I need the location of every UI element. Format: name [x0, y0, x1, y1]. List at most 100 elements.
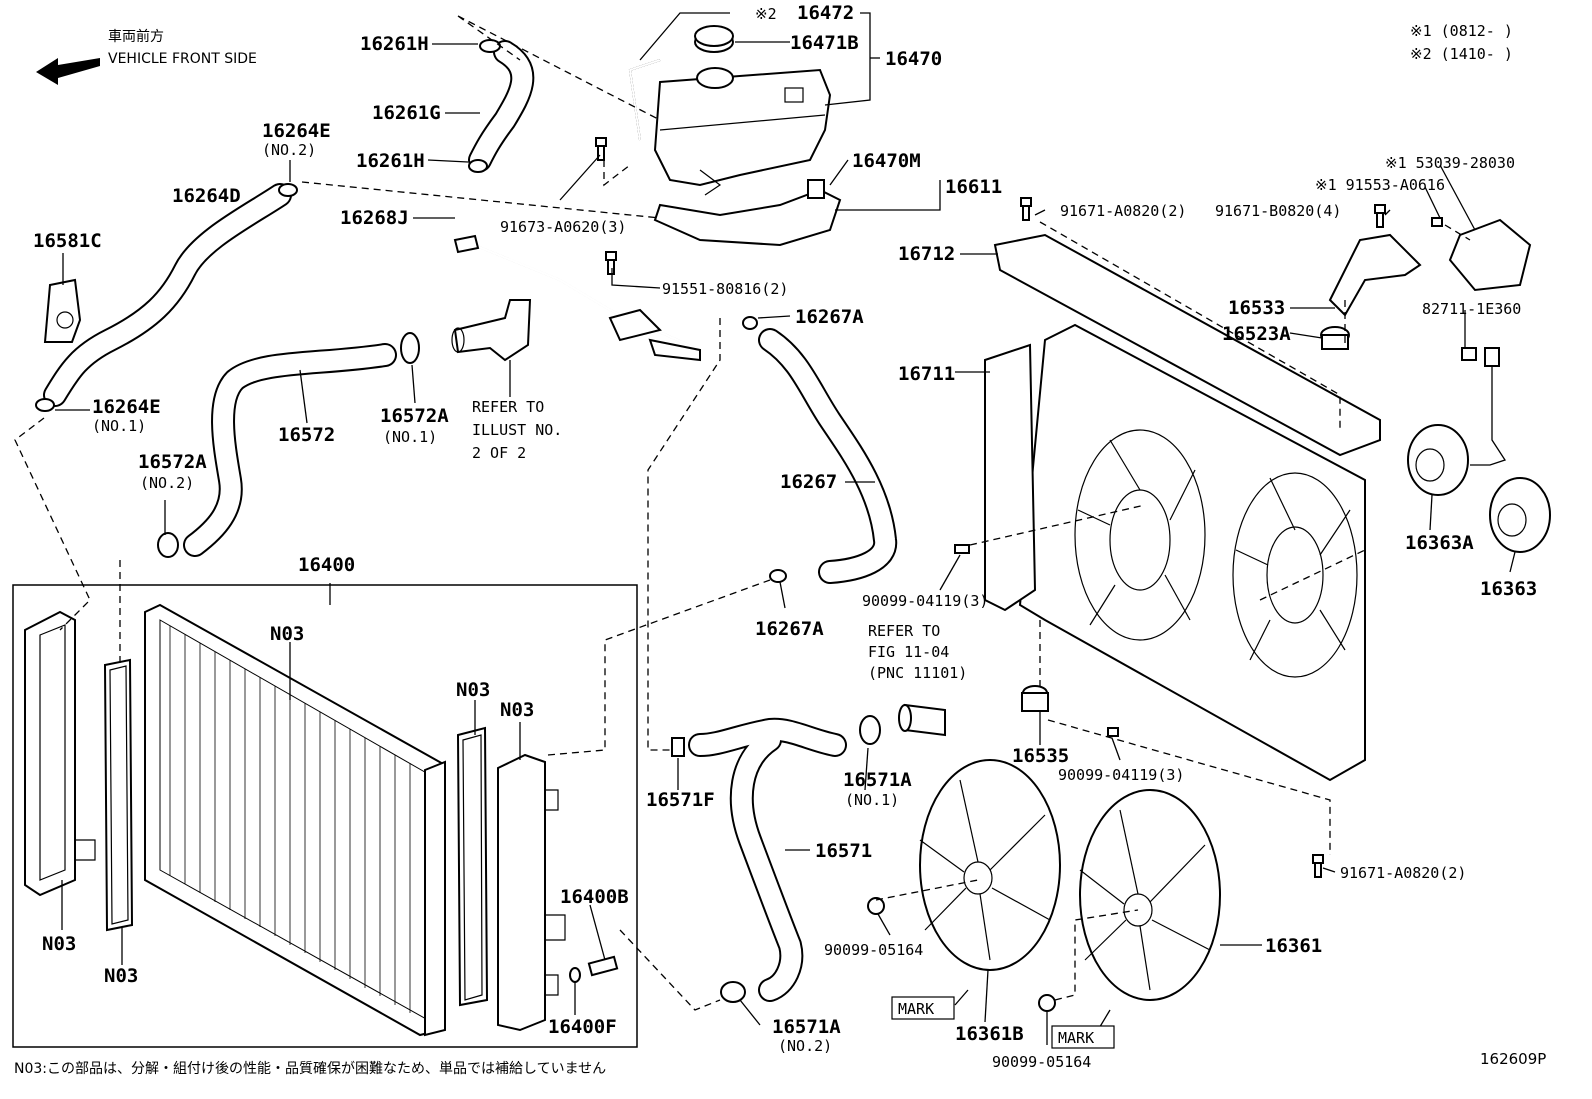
label-16400b: 16400B — [560, 886, 629, 908]
label-91553: ※1 91553-A0616 — [1315, 176, 1445, 194]
refer-fig-3: (PNC 11101) — [868, 664, 967, 682]
label-91671-b0820: 91671-B0820(4) — [1215, 202, 1341, 220]
label-no1-c: (NO.1) — [845, 791, 899, 809]
refer-illust-3: 2 OF 2 — [472, 444, 526, 462]
label-90099-04119-b: 90099-04119(3) — [1058, 766, 1184, 784]
support-16712 — [993, 233, 1381, 457]
label-91671-a0820-top: 91671-A0820(2) — [1060, 202, 1186, 220]
fan-motor-16363a — [1407, 424, 1469, 496]
label-16711: 16711 — [898, 363, 955, 385]
fan-shroud-16711 — [1018, 323, 1366, 782]
hose-16571 — [671, 715, 881, 1003]
clamp-16261h-mid — [468, 159, 488, 173]
label-16361b: 16361B — [955, 1023, 1024, 1045]
part-labels: 16261H 16261G 16261H 16268J 16264E (NO.2… — [33, 2, 1537, 1071]
bolt-90099-04119-b — [1107, 727, 1119, 737]
hose-16572 — [157, 332, 420, 558]
nut-90099-05164-b — [1038, 994, 1056, 1012]
fan-16361 — [1079, 789, 1221, 1001]
gasket-left — [103, 658, 134, 932]
pipe-16268j — [453, 185, 701, 362]
refer-illust-2: ILLUST NO. — [472, 421, 562, 439]
drain-cock-16400b — [587, 955, 619, 977]
clamp-16261h-top — [479, 39, 501, 53]
label-16267a-bot: 16267A — [755, 618, 824, 640]
label-no2-b: (NO.2) — [140, 474, 194, 492]
label-n03-e: N03 — [500, 699, 534, 721]
front-arrow-icon — [36, 58, 100, 85]
bolt-91671-a0820-bot — [1312, 854, 1324, 878]
screw-91553 — [1431, 217, 1443, 227]
label-16267: 16267 — [780, 471, 837, 493]
resistor-53039 — [1448, 218, 1532, 292]
label-16264e-no1: 16264E — [92, 396, 161, 418]
refer-fig-1: REFER TO — [868, 622, 940, 640]
gasket-right — [456, 726, 489, 1007]
label-no2-a: (NO.2) — [262, 141, 316, 159]
fan-motor-16363 — [1489, 477, 1551, 553]
label-16470m: 16470M — [852, 150, 921, 172]
reservoir-tank-16470 — [653, 67, 832, 196]
label-16261h-top: 16261H — [360, 33, 429, 55]
direction-jp: 車両前方 — [108, 28, 164, 45]
label-16581c: 16581C — [33, 230, 102, 252]
bolt-91673 — [595, 137, 607, 161]
fan-16361b — [919, 759, 1061, 971]
illustration-code: 162609P — [1480, 1050, 1546, 1068]
label-90099-04119-a: 90099-04119(3) — [862, 592, 988, 610]
label-16264e-no2: 16264E — [262, 120, 331, 142]
label-n03-b: N03 — [42, 933, 76, 955]
label-16571f: 16571F — [646, 789, 715, 811]
label-16533: 16533 — [1228, 297, 1285, 319]
label-16523a: 16523A — [1222, 323, 1291, 345]
label-16261g: 16261G — [372, 102, 441, 124]
label-16535: 16535 — [1012, 745, 1069, 767]
cap-16471b — [694, 25, 734, 53]
label-16572: 16572 — [278, 424, 335, 446]
nut-90099-05164-a — [867, 897, 885, 915]
label-16611: 16611 — [945, 176, 1002, 198]
radiator-left-tank — [24, 610, 96, 897]
refer-illust-1: REFER TO — [472, 398, 544, 416]
cushion-16535 — [1021, 685, 1049, 712]
bolt-90099-04119-a — [954, 544, 970, 554]
label-16571a-no1: 16571A — [843, 769, 912, 791]
leader-lines — [55, 12, 1516, 1045]
label-16400: 16400 — [298, 554, 355, 576]
note-2: ※2 (1410- ) — [1410, 45, 1513, 63]
radiator-right-tank — [497, 753, 566, 1032]
hose-16267 — [742, 316, 898, 584]
wire-82711 — [1461, 347, 1507, 466]
label-82711: 82711-1E360 — [1422, 300, 1521, 318]
overflow-hose-16472 — [628, 59, 661, 141]
label-mark-a: MARK — [898, 1000, 934, 1018]
label-16471b: 16471B — [790, 32, 859, 54]
grommet-16523a — [1320, 326, 1350, 350]
mark-box-a — [891, 996, 955, 1020]
label-16470: 16470 — [885, 48, 942, 70]
label-n03-a: N03 — [270, 623, 304, 645]
label-16572a-no2: 16572A — [138, 451, 207, 473]
assembly-dashed-lines — [14, 15, 1471, 1011]
label-16571: 16571 — [815, 840, 872, 862]
label-16268j: 16268J — [340, 207, 409, 229]
label-91551: 91551-80816(2) — [662, 280, 788, 298]
refer-fig-2: FIG 11-04 — [868, 643, 949, 661]
hose-16261g — [468, 40, 535, 172]
bracket-16470m — [653, 179, 842, 247]
label-16363a: 16363A — [1405, 532, 1474, 554]
bolt-91671-a0820-top — [1020, 197, 1032, 221]
label-no1-b: (NO.1) — [383, 428, 437, 446]
panel-16711 — [984, 343, 1037, 612]
label-no1-a: (NO.1) — [92, 417, 146, 435]
label-91671-a0820-bot: 91671-A0820(2) — [1340, 864, 1466, 882]
label-16261h-mid: 16261H — [356, 150, 425, 172]
hose-16264d — [35, 183, 298, 412]
label-90099-05164-b: 90099-05164 — [992, 1053, 1091, 1071]
bolt-91551 — [605, 251, 617, 275]
label-no2-c: (NO.2) — [778, 1037, 832, 1055]
label-16267a-top: 16267A — [795, 306, 864, 328]
label-16712: 16712 — [898, 243, 955, 265]
label-16571a-no2: 16571A — [772, 1016, 841, 1038]
